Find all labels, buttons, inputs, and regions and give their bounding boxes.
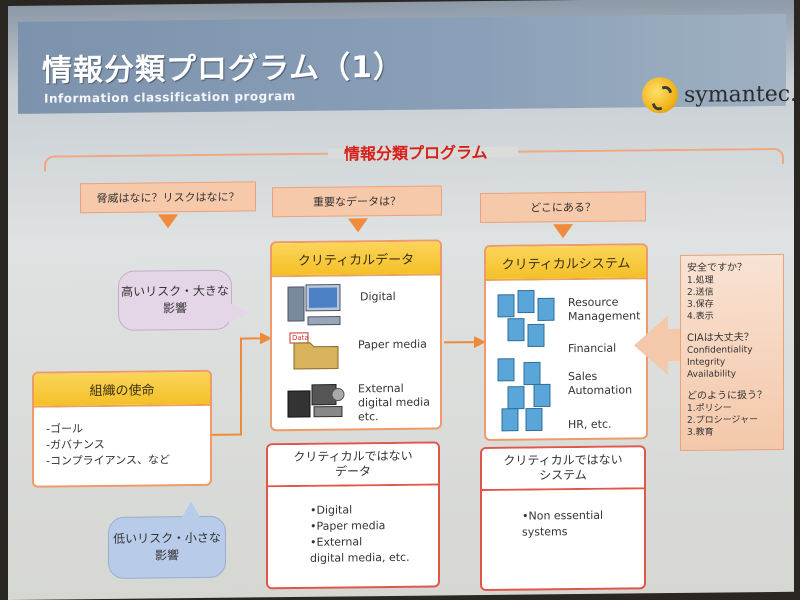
critical-data-item: Paper media bbox=[358, 337, 427, 352]
security-questions-panel: 安全ですか？ 1.処理 2.送信 3.保存 4.表示 CIAは大丈夫？ Conf… bbox=[680, 253, 784, 451]
connector-line bbox=[444, 341, 476, 344]
panel-question: CIAは大丈夫？ bbox=[687, 332, 754, 344]
mission-item: -コンプライアンス、など bbox=[46, 453, 170, 468]
symantec-logo: symantec. bbox=[642, 76, 794, 114]
critical-systems-box: クリティカルシステム Resource Management Financial… bbox=[484, 243, 648, 442]
panel-question: 安全ですか？ bbox=[687, 262, 747, 274]
panel-item: 2.送信 bbox=[687, 287, 714, 298]
connector-line bbox=[240, 337, 242, 436]
question-data: 重要なデータは？ bbox=[272, 185, 442, 218]
connector-line bbox=[212, 433, 242, 436]
folder-icon bbox=[289, 332, 339, 370]
non-critical-data-item: •External bbox=[310, 535, 363, 549]
data-tag: Data bbox=[292, 333, 309, 343]
panel-item: 3.保存 bbox=[687, 299, 714, 310]
mission-box: 組織の使命 -ゴール -ガバナンス -コンプライアンス、など bbox=[32, 369, 212, 488]
critical-data-item: External digital media etc. bbox=[358, 381, 430, 424]
panel-item: 1.ポリシー bbox=[687, 403, 732, 414]
non-critical-data-box: クリティカルではないデータ •Digital •Paper media •Ext… bbox=[266, 441, 440, 590]
connector-line bbox=[240, 337, 262, 340]
down-arrow-icon bbox=[348, 218, 368, 233]
panel-item: 3.教育 bbox=[687, 427, 714, 438]
panel-item: Confidentiality bbox=[687, 345, 753, 356]
panel-item: 2.プロシージャー bbox=[687, 415, 758, 426]
mission-item: -ゴール bbox=[46, 422, 83, 436]
non-critical-system-item: systems bbox=[522, 525, 568, 539]
non-critical-data-item: digital media, etc. bbox=[310, 550, 410, 565]
panel-item: Integrity bbox=[687, 357, 726, 368]
non-critical-system-item: •Non essential bbox=[522, 508, 604, 523]
media-drive-icon bbox=[287, 384, 345, 418]
non-critical-data-item: •Paper media bbox=[310, 519, 386, 533]
critical-data-title: クリティカルデータ bbox=[272, 241, 440, 278]
critical-data-box: クリティカルデータ Digital Data Paper media Exter… bbox=[270, 239, 442, 432]
projected-slide: 情報分類プログラム（1） Information classification … bbox=[8, 0, 794, 600]
question-where: どこにある？ bbox=[480, 191, 646, 224]
critical-systems-title: クリティカルシステム bbox=[486, 245, 646, 281]
computer-icon bbox=[287, 284, 341, 326]
server-cluster-icon bbox=[497, 289, 555, 432]
non-critical-data-item: •Digital bbox=[310, 503, 353, 517]
mission-title: 組織の使命 bbox=[34, 371, 210, 408]
logo-text: symantec. bbox=[684, 81, 794, 108]
symantec-logo-icon bbox=[642, 76, 678, 114]
panel-item: 1.処理 bbox=[687, 275, 714, 286]
non-critical-systems-title: クリティカルではないシステム bbox=[482, 447, 644, 492]
low-risk-bubble: 低いリスク・小さな影響 bbox=[108, 515, 226, 579]
mission-item: -ガバナンス bbox=[46, 437, 105, 452]
panel-item: Availability bbox=[687, 369, 737, 380]
left-arrow-icon bbox=[634, 315, 668, 376]
program-title: 情報分類プログラム bbox=[344, 142, 488, 164]
question-threat: 脅威はなに？リスクはなに？ bbox=[80, 181, 256, 214]
critical-system-item: Financial bbox=[568, 341, 617, 356]
down-arrow-icon bbox=[158, 214, 178, 229]
high-risk-bubble: 高いリスク・大きな影響 bbox=[118, 269, 232, 331]
non-critical-systems-box: クリティカルではないシステム •Non essential systems bbox=[480, 445, 646, 592]
slide-subtitle: Information classification program bbox=[44, 88, 296, 106]
critical-system-item: HR, etc. bbox=[568, 417, 612, 432]
slide-title: 情報分類プログラム（1） bbox=[42, 49, 404, 89]
non-critical-data-title: クリティカルではないデータ bbox=[268, 443, 438, 488]
critical-data-item: Digital bbox=[360, 289, 396, 304]
down-arrow-icon bbox=[553, 224, 573, 239]
panel-item: 4.表示 bbox=[687, 311, 714, 322]
panel-question: どのように扱う？ bbox=[687, 390, 767, 402]
